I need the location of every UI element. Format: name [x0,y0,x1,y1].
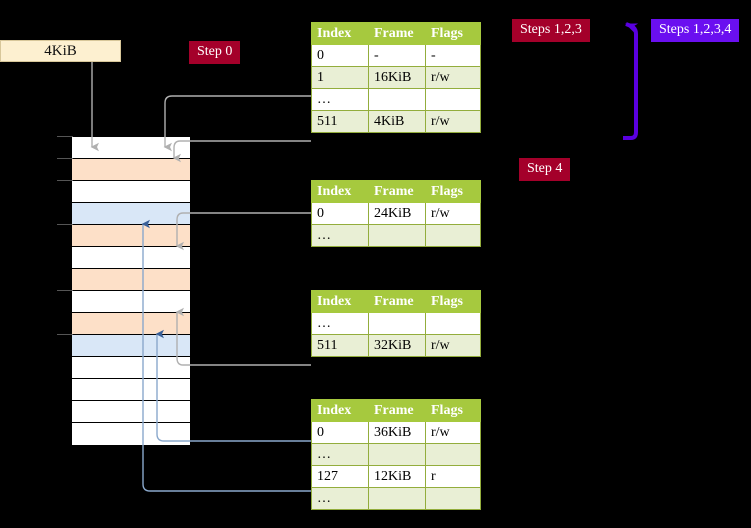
table-cell [368,312,426,335]
physical-memory-grid [71,136,191,446]
memory-frame-row [72,423,190,445]
table-cell [368,443,426,466]
table-cell: 32KiB [368,334,426,357]
memory-frame-row [72,313,190,335]
table-row: 0-- [311,44,481,67]
column-header-index: Index [311,290,369,313]
table-cell: … [311,312,369,335]
table-cell: … [311,88,369,111]
table-cell [425,312,481,335]
table-cell: 127 [311,465,369,488]
memory-frame-row [72,247,190,269]
table-cell: 36KiB [368,421,426,444]
table-cell [425,88,481,111]
column-header-flags: Flags [425,180,481,203]
table-row: … [311,88,481,111]
table-cell: 0 [311,202,369,225]
memory-frame-row [72,379,190,401]
step4-badge: Step 4 [519,158,571,181]
grid-tick [57,334,73,335]
steps1234-label: Steps 1,2,3,4 [659,22,732,37]
steps123-label: Steps 1,2,3 [520,22,582,37]
table-cell: 4KiB [368,110,426,133]
table-cell: 12KiB [368,465,426,488]
memory-frame-row [72,225,190,247]
column-header-flags: Flags [425,22,481,45]
table-cell: 511 [311,110,369,133]
table-cell [368,224,426,247]
steps123-badge: Steps 1,2,3 [512,19,590,42]
grid-tick [57,136,73,137]
grid-tick [57,158,73,159]
table-cell: r/w [425,110,481,133]
step0-label: Step 0 [197,44,233,59]
table-cell: r/w [425,202,481,225]
memory-frame-row [72,137,190,159]
table-cell [368,487,426,510]
column-header-flags: Flags [425,399,481,422]
table-cell: … [311,487,369,510]
table-row: … [311,312,481,335]
column-header-frame: Frame [368,290,426,313]
memory-frame-row [72,291,190,313]
step4-label: Step 4 [527,161,563,176]
column-header-index: Index [311,399,369,422]
column-header-flags: Flags [425,290,481,313]
column-header-index: Index [311,180,369,203]
table-cell: 0 [311,44,369,67]
steps-bracket [623,22,639,140]
table-cell: 16KiB [368,66,426,89]
table-cell [368,88,426,111]
grid-tick [57,224,73,225]
grid-tick [57,180,73,181]
table-cell: … [311,224,369,247]
memory-frame-row [72,269,190,291]
table-row: … [311,224,481,247]
memory-size-label: 4KiB [44,42,77,59]
table-cell: - [368,44,426,67]
table-cell [425,224,481,247]
steps1234-badge: Steps 1,2,3,4 [651,19,740,42]
memory-frame-row [72,335,190,357]
table-cell: r/w [425,334,481,357]
table-cell: 24KiB [368,202,426,225]
connector-pd-row511 [175,307,311,366]
grid-tick [57,290,73,291]
table-cell: r [425,465,481,488]
memory-frame-row [72,357,190,379]
connector-pdp-row0 [175,212,311,251]
column-header-frame: Frame [368,22,426,45]
table-row: … [311,487,481,510]
table-cell: r/w [425,66,481,89]
column-header-index: Index [311,22,369,45]
table-cell: 1 [311,66,369,89]
table-row: … [311,443,481,466]
memory-frame-row [72,203,190,225]
column-header-frame: Frame [368,399,426,422]
table-cell [425,487,481,510]
memory-frame-row [72,181,190,203]
memory-frame-row [72,401,190,423]
connector-pml4-row511 [172,140,311,163]
table-cell: - [425,44,481,67]
table-cell [425,443,481,466]
table-cell: 511 [311,334,369,357]
step0-badge: Step 0 [189,41,241,64]
memory-frame-row [72,159,190,181]
table-cell: r/w [425,421,481,444]
memory-size-box: 4KiB [0,40,121,62]
table-cell: … [311,443,369,466]
column-header-frame: Frame [368,180,426,203]
table-cell: 0 [311,421,369,444]
